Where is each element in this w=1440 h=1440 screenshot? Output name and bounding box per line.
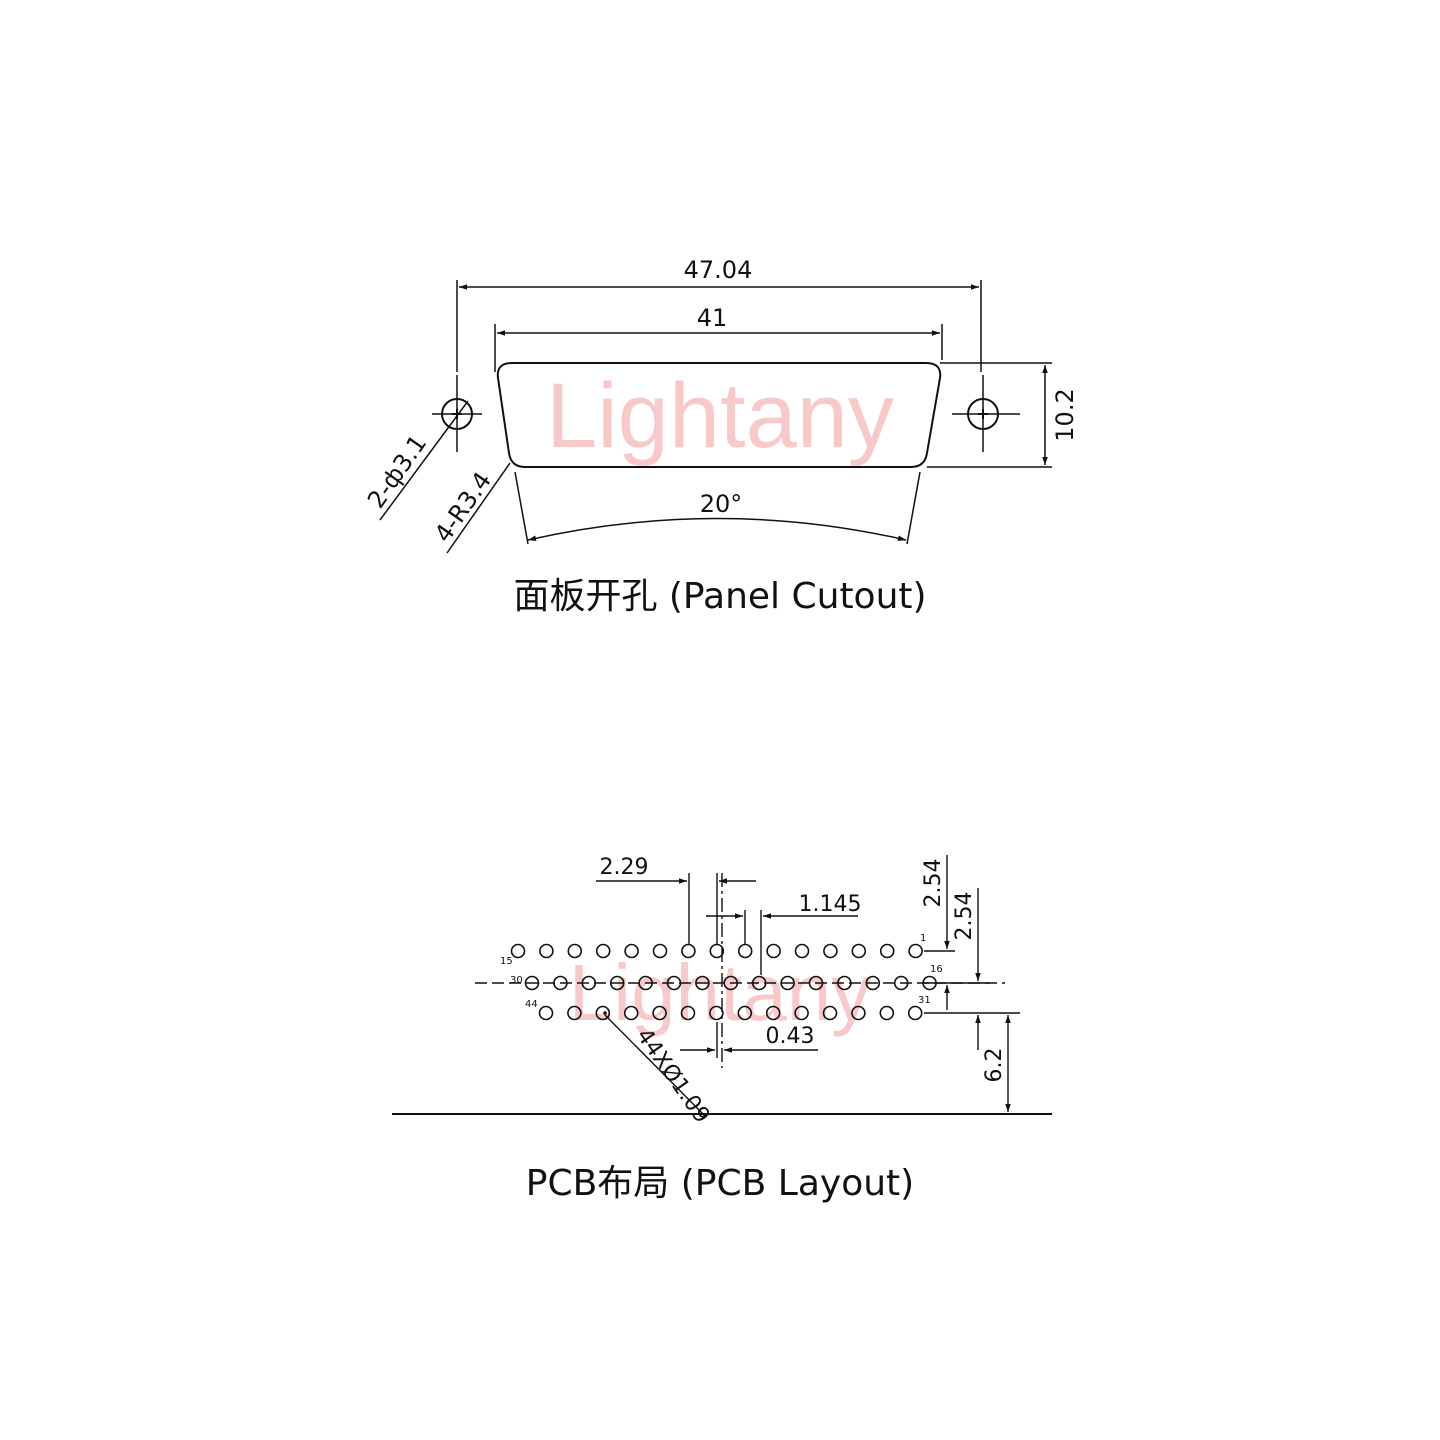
leader-radius <box>446 462 511 554</box>
right-mounting-hole <box>952 375 1020 452</box>
pcb-layout-drawing <box>392 855 1052 1117</box>
pin-label-30: 30 <box>510 975 523 986</box>
pin-hole <box>567 943 583 959</box>
dim-text-2-54-a: 2.54 <box>921 859 946 908</box>
pin-label-15: 15 <box>500 956 513 967</box>
pin-label-16: 16 <box>930 964 943 975</box>
pin-hole <box>666 975 682 991</box>
dim-text-6-2: 6.2 <box>982 1048 1007 1083</box>
pin-hole <box>737 1005 753 1021</box>
pin-hole <box>822 1005 838 1021</box>
dim-text-10-2: 10.2 <box>1051 388 1079 441</box>
dim-text-20-deg: 20° <box>700 490 743 518</box>
pin-hole <box>624 943 639 959</box>
pin-hole <box>680 1005 696 1021</box>
pin-label-31: 31 <box>918 995 931 1006</box>
pin-hole <box>595 1005 611 1021</box>
leader-hole <box>379 400 469 521</box>
pin-label-1: 1 <box>920 933 926 944</box>
panel-watermark: Lightany <box>546 365 894 467</box>
pin-hole <box>539 943 554 959</box>
pin-center-dot <box>603 1011 607 1015</box>
pin-hole <box>538 1005 554 1021</box>
dim-text-hole-diameter: 44XØ1.09 <box>631 1024 714 1128</box>
pin-hole <box>751 975 767 991</box>
pin-hole <box>652 943 668 959</box>
dim-text-41: 41 <box>697 304 728 332</box>
pin-hole <box>595 943 611 959</box>
pin-hole <box>794 943 810 959</box>
dim-text-2-54-b: 2.54 <box>952 892 977 941</box>
pin-hole <box>780 975 795 991</box>
dim-text-radius: 4-R3.4 <box>429 467 497 548</box>
dim-text-0-43: 0.43 <box>766 1024 815 1049</box>
pin-hole <box>553 975 568 991</box>
pin-hole <box>510 943 526 959</box>
pcb-caption: PCB布局 (PCB Layout) <box>526 1163 914 1204</box>
pin-hole <box>865 975 881 991</box>
pin-label-44: 44 <box>525 999 538 1010</box>
dim-arc-20-deg <box>527 517 907 541</box>
dim-text-1-145: 1.145 <box>799 892 862 917</box>
pin-hole <box>524 975 540 991</box>
pin-hole <box>652 1005 667 1021</box>
pin-hole <box>907 1005 923 1021</box>
pin-hole <box>908 943 923 959</box>
pin-hole <box>581 975 597 991</box>
dim-text-2-29: 2.29 <box>600 855 649 880</box>
pin-hole <box>609 975 625 991</box>
pin-hole <box>695 975 710 991</box>
panel-caption: 面板开孔 (Panel Cutout) <box>513 576 926 617</box>
dim-text-47-04: 47.04 <box>684 256 753 284</box>
pin-hole <box>623 1005 639 1021</box>
pin-hole <box>851 1005 866 1021</box>
pin-hole <box>638 975 653 991</box>
pin-hole <box>879 1005 895 1021</box>
pin-hole <box>808 975 824 991</box>
pin-hole <box>851 943 867 959</box>
panel-cutout-drawing: Lightany <box>379 280 1052 554</box>
pin-hole <box>766 943 781 959</box>
dim-text-hole: 2-ф3.1 <box>362 430 432 514</box>
pin-hole <box>794 1005 809 1021</box>
pin-hole <box>765 1005 781 1021</box>
leader-hole-diameter <box>604 1014 706 1117</box>
pcb-watermark: Lightany <box>569 948 871 1037</box>
pin-hole <box>567 1005 582 1021</box>
pin-hole <box>879 943 895 959</box>
pin-grid <box>510 943 937 1021</box>
left-mounting-hole <box>432 375 482 452</box>
pin-hole <box>723 975 739 991</box>
pin-hole <box>709 1005 724 1021</box>
pin-hole <box>837 975 852 991</box>
d-shape-cutout <box>496 362 942 468</box>
pin-hole <box>823 943 838 959</box>
pin-hole <box>893 975 909 991</box>
